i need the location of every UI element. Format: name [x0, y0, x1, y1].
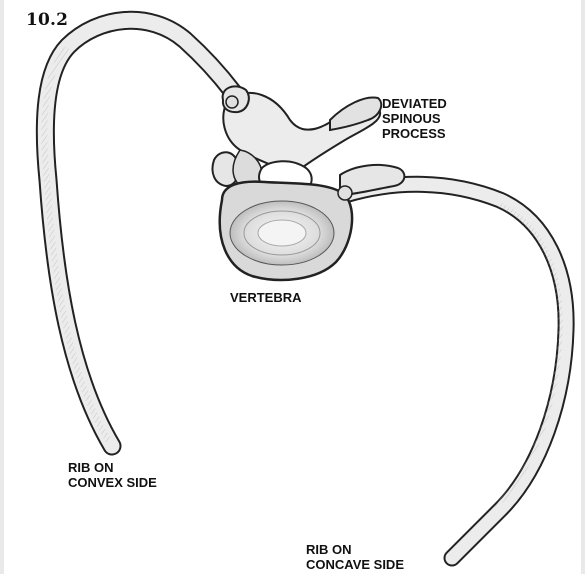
label-line: SPINOUS — [382, 111, 447, 126]
rib-concave-side — [345, 184, 566, 558]
label-deviated-spinous-process: DEVIATED SPINOUS PROCESS — [382, 96, 447, 141]
label-line: CONVEX SIDE — [68, 475, 157, 490]
label-rib-concave-side: RIB ON CONCAVE SIDE — [306, 542, 404, 572]
label-line: RIB ON — [306, 542, 404, 557]
label-line: CONCAVE SIDE — [306, 557, 404, 572]
label-line: PROCESS — [382, 126, 447, 141]
label-line: RIB ON — [68, 460, 157, 475]
vertebra — [213, 86, 405, 280]
rib-convex-side — [44, 20, 233, 446]
label-rib-convex-side: RIB ON CONVEX SIDE — [68, 460, 157, 490]
label-vertebra: VERTEBRA — [230, 290, 302, 305]
figure-number: 10.2 — [26, 10, 68, 30]
label-line: DEVIATED — [382, 96, 447, 111]
